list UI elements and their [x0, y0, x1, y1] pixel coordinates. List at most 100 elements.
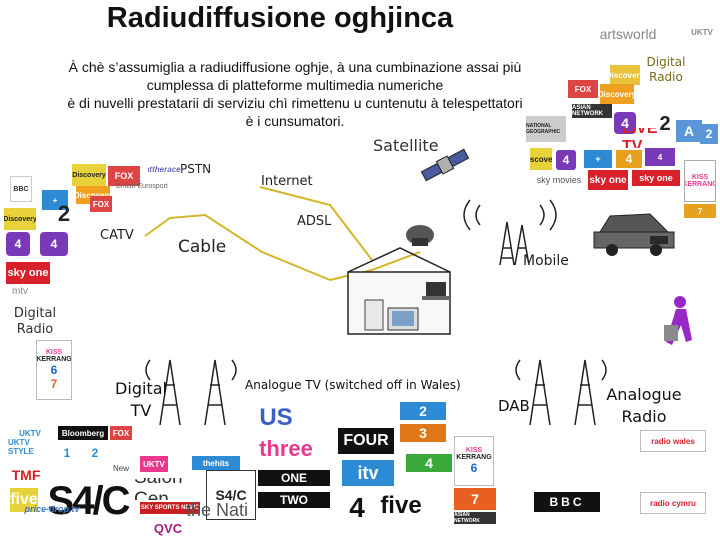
plus-logo: + — [584, 150, 612, 168]
four-logo-left-2: 4 — [40, 232, 68, 256]
intro-line-3: è di nuvelli prestatarii di serviziu chì… — [67, 95, 523, 111]
radio-wales-logo: radio wales — [640, 430, 706, 452]
bbc-two-logo: TWO — [258, 492, 330, 508]
page-title: Radiudiffusione oghjinca — [106, 2, 454, 34]
e4-logo: 4 — [645, 148, 675, 166]
five-logo: five — [380, 492, 422, 519]
bloomberg-logo: Bloomberg — [58, 426, 108, 440]
thehits-logo: thehits — [192, 456, 240, 470]
discovery-logo-top: Discovery — [610, 65, 640, 85]
qvc-logo: QVC — [153, 520, 183, 536]
kiss-kerrang-logo-dab: KISS KERRANG 6 — [454, 436, 494, 486]
new-logo: New — [112, 463, 129, 473]
intro-line-1: À chè s’assumiglia a radiudiffusione ogh… — [68, 59, 522, 75]
sky-sports-news-logo: SKY SPORTS NEWS — [140, 502, 200, 514]
bbc-logo-dab: BBC — [534, 492, 600, 512]
mtv-logo: mtv — [11, 285, 29, 297]
four-logo-mid: 4 — [556, 150, 576, 170]
attheraces-logo: attheraces — [148, 164, 182, 174]
person-icon — [664, 296, 692, 345]
tmf-logo: TMF — [11, 467, 41, 483]
kiss-kerrang-logo-left: KISS KERRANG 6 7 — [36, 340, 72, 400]
price-drop-logo: price-drop.tv — [24, 504, 80, 514]
s4c-logo-box: S4/C — [206, 470, 256, 520]
digital-radio-left-label: Digital Radio — [13, 306, 57, 337]
antenna-icon — [145, 199, 607, 426]
one-logo-bottom: 1 — [63, 446, 71, 460]
itv3-logo: 3 — [400, 424, 446, 442]
bbc-two-logo-top: 2 — [659, 112, 671, 135]
fox-logo-bottom: FOX — [110, 426, 132, 440]
itv2-logo: 2 — [400, 402, 446, 420]
fox-logo-left-2: FOX — [90, 196, 112, 212]
us-logo: US — [259, 404, 293, 431]
dab-label: DAB — [498, 397, 530, 415]
satellite-label: Satellite — [373, 136, 439, 155]
discovery-logo-left: Discovery — [72, 164, 106, 186]
uktv-style-label: UKTV STYLE — [8, 437, 34, 456]
mobile-label: Mobile — [523, 253, 569, 269]
uktv-logo-bottom: UKTV — [140, 456, 168, 472]
digital-radio-right-label: Digital Radio — [646, 55, 686, 84]
itv4-logo: 4 — [406, 454, 452, 472]
f-logo: five — [10, 488, 38, 512]
satellite-icon — [420, 148, 470, 182]
six-label-dab: 6 — [470, 461, 478, 475]
car-icon — [593, 213, 675, 256]
two-logo-bottom: 2 — [91, 446, 99, 460]
itv-logo: itv — [342, 460, 394, 486]
four-logo-orange: 4 — [616, 150, 642, 168]
uktv-style-logo: UKTV UKTV STYLE — [8, 422, 52, 462]
asian-network-logo-dab: ASIAN NETWORK — [454, 512, 496, 524]
sky-logo-top: sky one — [632, 170, 680, 186]
sky-one-logo-left: sky one — [6, 262, 50, 284]
six-label-left: 6 — [50, 363, 58, 377]
kerrang-label-left: KERRANG — [36, 356, 72, 363]
four-logo-top: 4 — [614, 112, 636, 134]
pstn-label: PSTN — [180, 162, 212, 176]
artsworld-logo: artsworld — [599, 26, 657, 42]
s4c-logo-large: S4/C — [47, 478, 131, 523]
uktv-label: UKTV — [19, 428, 41, 438]
bbc-two-logo-left: 2 — [57, 202, 71, 226]
intro-line-2: cumplessa di platteforme multimedia nume… — [146, 77, 444, 93]
digital-tv-label: Digital TV — [115, 379, 167, 420]
kiss-label-left: KISS — [45, 349, 63, 356]
adsl-label: ADSL — [297, 214, 332, 229]
discovery-wings-logo: Discovery — [600, 84, 634, 104]
tv-icon — [364, 299, 419, 331]
plus-logo-left: + — [42, 190, 68, 210]
british-eurosport-logo: British Eurosport — [116, 182, 168, 190]
intro-line-4: è i cunsumatori. — [245, 113, 345, 129]
laptop-icon — [422, 282, 450, 300]
kerrang-label-dab: KERRANG — [456, 454, 492, 461]
a-logo: A — [676, 120, 702, 142]
seven-logo-top: 7 — [684, 204, 716, 218]
seven-logo-dab: 7 — [454, 488, 496, 510]
kiss-label: KISS — [691, 174, 709, 181]
asian-network-logo-top: ASIAN NETWORK — [572, 104, 612, 118]
fox-logo-top: FOX — [568, 80, 598, 98]
catv-label: CATV — [100, 228, 134, 243]
discovery-logo-left-2: Discovery — [4, 208, 36, 230]
fox-logo-left: FOX — [108, 166, 140, 186]
salon-cent-logo: Salon Cen — [134, 478, 183, 500]
bbc-three-logo: three — [259, 436, 313, 461]
national-geographic-logo: NATIONAL GEOGRAPHIC — [526, 116, 566, 142]
four-logo-left: 4 — [6, 232, 30, 256]
the-nati-logo: the Nati — [186, 500, 249, 520]
kiss-label-dab: KISS — [465, 447, 483, 454]
channel-4-logo: 4 — [349, 492, 365, 523]
cable-label: Cable — [178, 237, 227, 257]
uktv-logo: UKTV — [691, 27, 713, 37]
live-tv-logo: LIVE TV — [622, 128, 658, 148]
intro-text: À chè s’assumiglia a radiudiffusione ogh… — [20, 58, 570, 130]
two-logo-top-right: 2 — [700, 124, 718, 144]
seven-label-left: 7 — [50, 377, 58, 391]
sky-one-logo-top: sky one — [588, 170, 628, 190]
kerrang-label: KERRANG — [684, 181, 716, 188]
radio-cymru-logo: radio cymru — [640, 492, 706, 514]
discovery-logo-mid: Discovery — [530, 148, 552, 170]
router-icon — [406, 225, 434, 246]
